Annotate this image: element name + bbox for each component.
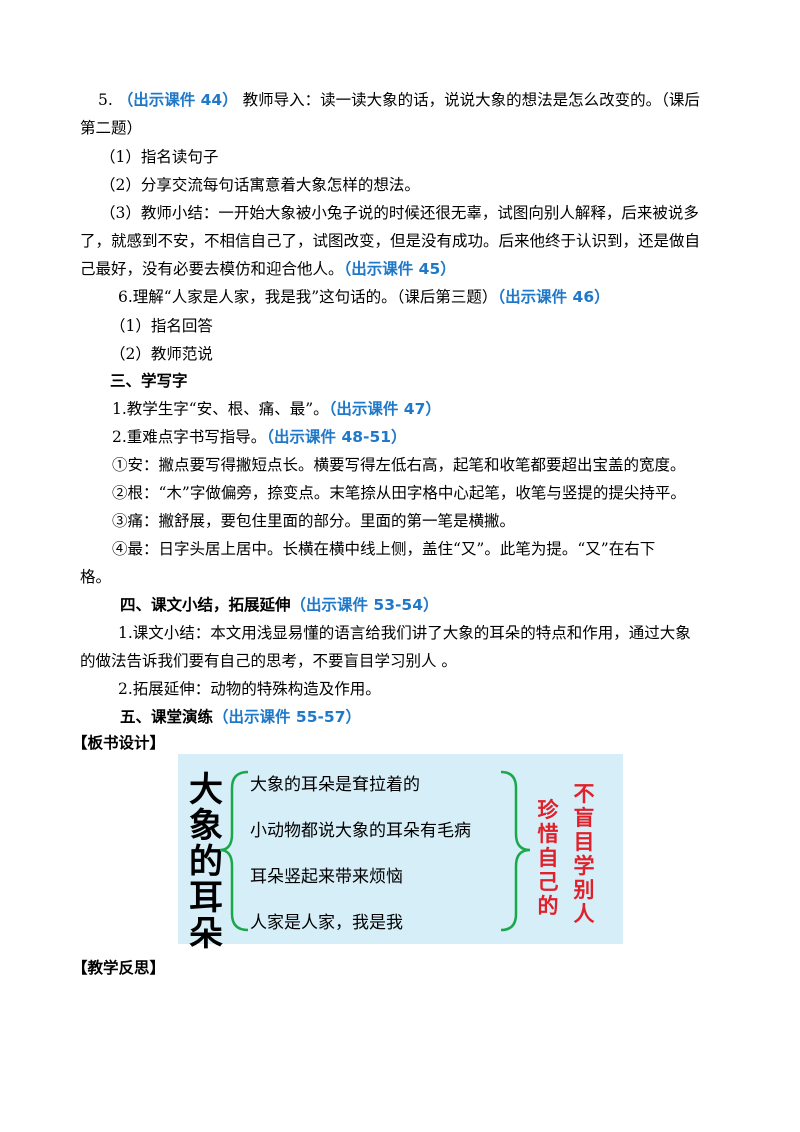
board-title-char: 象 — [189, 806, 223, 846]
part5-heading: 五、课堂演练 — [120, 708, 214, 726]
section5-item3-line1: （3）教师小结：一开始大象被小兔子说的时候还很无辜，试图向别人解释，后来被说多 — [100, 204, 699, 222]
conclusion-char: 学 — [573, 854, 595, 878]
board-conclusion-col2: 不 盲 目 学 别 人 — [571, 782, 597, 926]
char-guide-zui: ④最：日字头居上居中。长横在横中线上侧，盖住“又”。此笔为提。“又”在右下 — [112, 540, 656, 558]
teaching-reflection-heading: 【教学反思】 — [72, 959, 166, 977]
section5-line1: 5. （出示课件 44） 教师导入：读一读大象的话，说说大象的想法是怎么改变的。… — [98, 90, 700, 110]
board-title-char: 的 — [189, 842, 223, 882]
char-guide-gen: ②根：“木”字做偏旁，捺变点。末笔捺从田字格中心起笔，收笔与竖提的提尖持平。 — [112, 484, 686, 502]
conclusion-char: 不 — [573, 782, 595, 806]
part3-heading: 三、学写字 — [110, 372, 188, 390]
conclusion-char: 别 — [573, 878, 595, 902]
char-guide-an: ①安：撇点要写得撇短点长。横要写得左低右高，起笔和收笔都要超出宝盖的宽度。 — [112, 456, 686, 474]
courseware-tag: （出示课件 55-57） — [213, 708, 361, 726]
board-braces — [219, 770, 531, 932]
courseware-tag: （出示课件 45） — [343, 260, 456, 278]
courseware-tag: （出示课件 46） — [497, 288, 610, 306]
conclusion-char: 自 — [537, 846, 559, 870]
char-guide-zui-cont: 格。 — [80, 568, 112, 586]
courseware-tag: （出示课件 47） — [328, 400, 441, 418]
conclusion-char: 目 — [573, 830, 595, 854]
section5-item3-text: 己最好，没有必要去模仿和迎合他人。 — [80, 260, 344, 278]
conclusion-char: 的 — [537, 894, 559, 918]
board-conclusion-col1: 珍 惜 自 己 的 — [535, 798, 561, 918]
right-brace — [500, 770, 531, 932]
part5-heading-line: 五、课堂演练（出示课件 55-57） — [120, 707, 361, 727]
part4-heading: 四、课文小结，拓展延伸 — [120, 596, 291, 614]
section5-line2: 第二题） — [80, 119, 143, 137]
part3-line1-text: 1.教学生字“安、根、痛、最”。 — [112, 400, 329, 418]
char-guide-tong: ③痛：撇舒展，要包住里面的部分。里面的第一笔是横撇。 — [112, 512, 516, 530]
courseware-tag: （出示课件 48-51） — [266, 428, 407, 446]
section6-line1: 6.理解“人家是人家，我是我”这句话的。（课后第三题）（出示课件 46） — [118, 287, 610, 307]
section6-item1: （1）指名回答 — [110, 317, 213, 335]
section6-text: 6.理解“人家是人家，我是我”这句话的。（课后第三题） — [118, 288, 498, 306]
left-brace — [219, 770, 249, 932]
section5-item3-line3: 己最好，没有必要去模仿和迎合他人。（出示课件 45） — [80, 259, 456, 279]
board-design: 大 象 的 耳 朵 大象的耳朵是耷拉着的 小动物都说大象的耳朵有毛病 耳朵竖起来… — [178, 754, 623, 952]
conclusion-char: 盲 — [573, 806, 595, 830]
conclusion-char: 人 — [573, 902, 595, 926]
section5-item2: （2）分享交流每句话寓意着大象怎样的想法。 — [100, 176, 420, 194]
part3-line2: 2.重难点字书写指导。（出示课件 48-51） — [112, 427, 407, 447]
courseware-tag: （出示课件 44） — [117, 91, 238, 109]
part4-line2: 2.拓展延伸：动物的特殊构造及作用。 — [118, 680, 381, 698]
courseware-tag: （出示课件 53-54） — [290, 596, 439, 614]
section6-item2: （2）教师范说 — [110, 345, 213, 363]
part4-heading-line: 四、课文小结，拓展延伸（出示课件 53-54） — [120, 595, 439, 615]
conclusion-char: 惜 — [537, 822, 559, 846]
section5-item3-line2: 了，就感到不安，不相信自己了，试图改变，但是没有成功。后来他终于认识到，还是做自 — [80, 232, 701, 250]
board-item-4: 人家是人家，我是我 — [250, 913, 403, 933]
board-title: 大 象 的 耳 朵 — [186, 772, 226, 952]
board-item-3: 耳朵竖起来带来烦恼 — [250, 867, 403, 887]
section5-number: 5. — [98, 91, 113, 109]
board-design-heading: 【板书设计】 — [72, 734, 166, 752]
conclusion-char: 珍 — [537, 798, 559, 822]
part3-line1: 1.教学生字“安、根、痛、最”。（出示课件 47） — [112, 399, 441, 419]
board-title-char: 朵 — [189, 914, 223, 954]
part3-line2-text: 2.重难点字书写指导。 — [112, 428, 267, 446]
board-title-char: 耳 — [189, 878, 223, 918]
part4-line1-cont: 的做法告诉我们要有自己的思考，不要盲目学习别人 。 — [80, 652, 457, 670]
conclusion-char: 己 — [537, 870, 559, 894]
board-item-2: 小动物都说大象的耳朵有毛病 — [250, 821, 471, 841]
board-item-1: 大象的耳朵是耷拉着的 — [250, 775, 420, 795]
section5-text: 教师导入：读一读大象的话，说说大象的想法是怎么改变的。（课后 — [242, 91, 700, 109]
section5-item1: （1）指名读句子 — [100, 148, 219, 166]
part4-line1: 1.课文小结：本文用浅显易懂的语言给我们讲了大象的耳朵的特点和作用，通过大象 — [118, 624, 691, 642]
board-title-char: 大 — [189, 770, 223, 810]
